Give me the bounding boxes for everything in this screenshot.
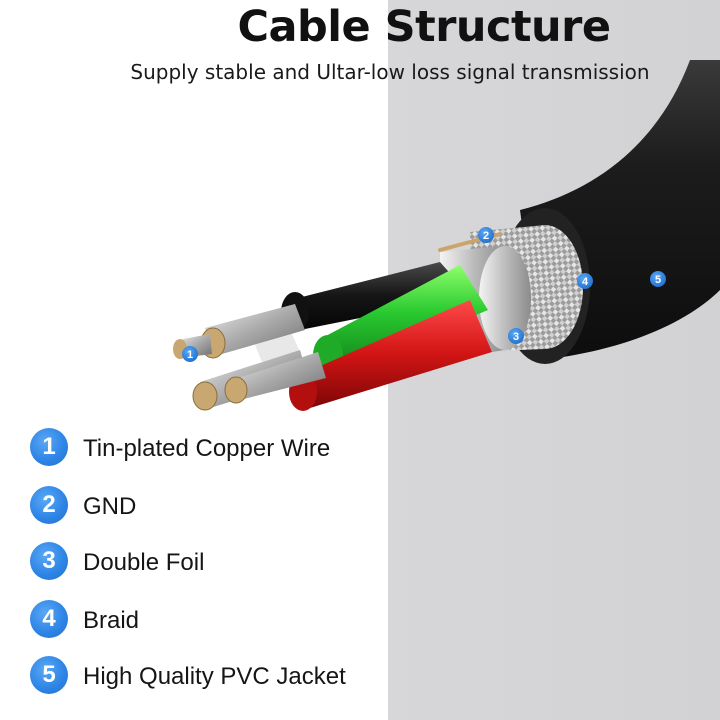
page-title: Cable Structure [237, 2, 611, 52]
legend-label: GND [83, 493, 137, 520]
legend-label: Tin-plated Copper Wire [83, 435, 331, 462]
legend-number-badge: 4 [30, 600, 68, 638]
legend-number-badge: 2 [30, 486, 68, 524]
legend-item-copper-wire: 1 Tin-plated Copper Wire [30, 428, 430, 468]
diagram-badge-2: 2 [478, 227, 494, 243]
legend-number-badge: 3 [30, 542, 68, 580]
diagram-badge-3: 3 [508, 328, 524, 344]
legend-number-badge: 1 [30, 428, 68, 466]
legend-item-pvc-jacket: 5 High Quality PVC Jacket [30, 656, 430, 696]
svg-text:3: 3 [513, 331, 519, 343]
legend-label: Braid [83, 607, 140, 634]
legend-label: Double Foil [83, 549, 205, 576]
diagram-badge-1: 1 [182, 346, 198, 362]
black-wire [290, 262, 470, 330]
legend-item-gnd: 2 GND [30, 486, 430, 526]
svg-text:2: 2 [483, 230, 489, 242]
diagram-badge-5: 5 [650, 271, 666, 287]
green-wire [322, 265, 488, 372]
svg-text:1: 1 [187, 349, 193, 361]
diagram-badge-4: 4 [577, 273, 593, 289]
svg-text:5: 5 [655, 274, 661, 286]
red-wire [300, 300, 492, 408]
legend-label: High Quality PVC Jacket [83, 663, 346, 690]
svg-text:4: 4 [582, 276, 589, 288]
legend-item-braid: 4 Braid [30, 600, 430, 640]
legend-number-badge: 5 [30, 656, 68, 694]
page-subtitle: Supply stable and Ultar-low loss signal … [130, 60, 650, 84]
legend-item-double-foil: 3 Double Foil [30, 542, 430, 582]
